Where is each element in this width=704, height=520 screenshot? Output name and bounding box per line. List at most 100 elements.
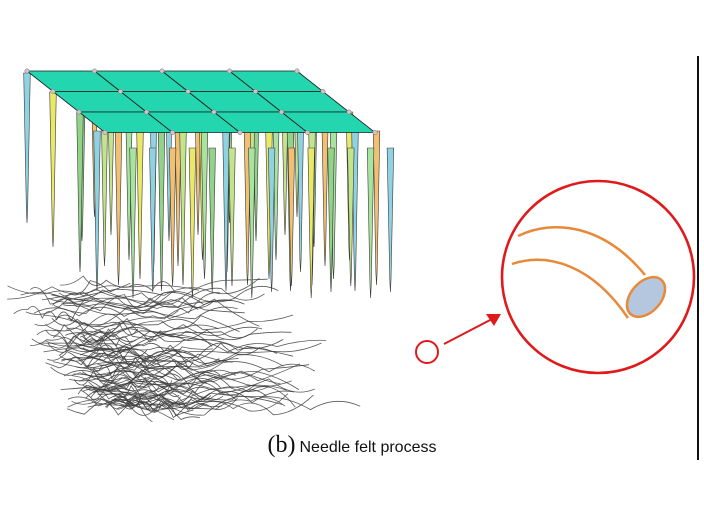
board-node (346, 109, 352, 115)
zoom-circle (415, 340, 439, 364)
board-node (305, 130, 310, 135)
board-node (227, 68, 232, 74)
fiber-strand (51, 306, 179, 327)
fiber-strand (82, 380, 256, 396)
fiber-strand (86, 355, 150, 380)
fiber-strand (48, 287, 265, 309)
arrow-right-up (443, 317, 495, 345)
needle (188, 147, 197, 299)
fiber-strand (13, 298, 86, 322)
needle (327, 147, 335, 293)
closeup-frame (500, 179, 696, 375)
fiber-strand (63, 292, 220, 314)
fiber-strand (67, 393, 223, 408)
fiber-strand (96, 355, 194, 370)
fiber-strand (82, 366, 281, 385)
board-node (253, 89, 258, 94)
fiber-strand (93, 393, 289, 412)
needle (296, 111, 305, 273)
fiber-strand (58, 346, 213, 362)
fiber-strand (64, 324, 263, 341)
needle (157, 130, 166, 292)
board-node (144, 109, 149, 115)
board-node (211, 109, 217, 115)
fiber-strand (63, 362, 207, 384)
needle (136, 130, 144, 280)
fiber-strand (103, 376, 174, 393)
board-node (294, 68, 300, 74)
right-divider (697, 56, 699, 460)
fiber-strand (53, 297, 215, 315)
fiber-strand (61, 345, 294, 368)
fiber-strand (61, 299, 199, 314)
needle (321, 111, 329, 267)
fiber-outline-top (517, 225, 646, 276)
fiber-strand (67, 314, 294, 331)
fiber-web (7, 275, 361, 422)
fiber-strand (47, 333, 137, 353)
fiber-strand (77, 346, 189, 370)
needle (100, 111, 109, 267)
fiber-strand (79, 320, 292, 343)
arrow-head (486, 314, 501, 326)
needle (129, 147, 137, 299)
needle (248, 147, 256, 299)
board-node (185, 89, 191, 94)
fiber-strand (112, 392, 286, 411)
fiber-cross-section (625, 275, 667, 319)
fiber-strand (44, 315, 240, 334)
board-node (102, 130, 108, 135)
fiber-strand (90, 359, 301, 382)
fiber-strand (84, 344, 228, 367)
fiber-strand (58, 285, 279, 303)
needle (179, 130, 187, 286)
fiber-strand (29, 280, 131, 305)
needle (347, 147, 355, 287)
fiber-strand (73, 369, 173, 390)
fiber-strand (61, 347, 161, 368)
needle (228, 147, 236, 287)
needle (208, 147, 216, 293)
fiber-strand (88, 369, 222, 394)
fiber-strand (77, 385, 160, 405)
caption-label: (b) (267, 432, 296, 458)
fiber-strand (93, 380, 173, 399)
caption-text: Needle felt process (299, 439, 437, 456)
fiber-outline-bottom (511, 258, 630, 319)
fiber-strand (82, 328, 213, 347)
needle (23, 72, 31, 224)
needle (168, 147, 177, 287)
fiber-strand (66, 317, 219, 344)
board-node (50, 89, 56, 94)
fiber-strand (64, 342, 261, 362)
board-node (76, 109, 82, 115)
board-node (170, 130, 175, 135)
needle (267, 147, 276, 293)
fiber-strand (85, 371, 300, 396)
board-node (118, 89, 123, 94)
zoom-marker (415, 314, 501, 364)
needle-board (24, 68, 378, 135)
fiber-strand (45, 322, 139, 344)
fiber-strand (36, 328, 117, 348)
needle (93, 130, 101, 292)
fiber-strand (87, 342, 322, 371)
fiber-strand (99, 368, 236, 390)
board-node (279, 109, 284, 115)
fiber-closeup (500, 179, 696, 375)
fiber-strand (103, 380, 237, 401)
board-node (159, 68, 165, 74)
needle (114, 130, 123, 286)
board-node (320, 89, 326, 94)
board-node (92, 68, 97, 74)
needle (307, 147, 315, 299)
needle (49, 91, 57, 248)
board-node (24, 68, 30, 74)
fiber-strand (82, 335, 185, 361)
fiber-strand (67, 398, 175, 421)
fiber-strand (110, 400, 205, 410)
needle (149, 147, 157, 293)
fiber-strand (34, 313, 157, 341)
fiber-strand (60, 275, 176, 294)
